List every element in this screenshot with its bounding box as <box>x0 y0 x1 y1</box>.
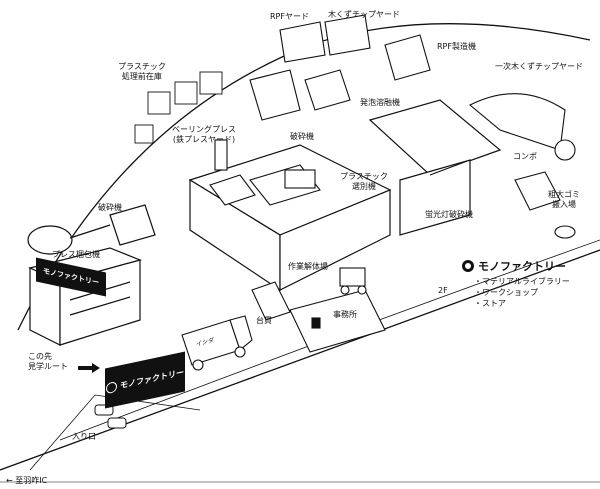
brand-logo-icon <box>106 380 117 394</box>
rpf-yard-bins <box>279 14 371 63</box>
label-press-packer: プレス梱包機 <box>52 250 100 259</box>
label-scale: 台貫 <box>256 316 272 325</box>
label-crusher-left: 破砕機 <box>98 203 122 212</box>
label-primary-chip-yard: 一次木くずチップヤード <box>495 62 583 71</box>
crusher-machine-left <box>27 204 156 255</box>
label-plastic-sorter: プラスチック 選別機 <box>340 172 388 191</box>
facility-legend: モノファクトリー マテリアルライブラリー ワークショップ ストア <box>462 258 598 309</box>
label-fluorescent-crusher: 蛍光灯破砕機 <box>425 210 473 219</box>
label-foam-machine: 発泡溶融機 <box>360 98 400 107</box>
label-chip-yard: 木くずチップヤード <box>328 10 400 19</box>
legend-list: マテリアルライブラリー ワークショップ ストア <box>474 276 598 309</box>
label-compo: コンポ <box>513 152 537 161</box>
top-crusher <box>249 69 351 121</box>
scale-platform <box>251 281 291 321</box>
label-baling-press: ベーリングプレス (鉄プレスヤード) <box>172 125 236 144</box>
plastic-storage-stacks <box>134 71 223 144</box>
legend-item: ストア <box>474 298 598 309</box>
tour-route-arrow <box>78 363 100 373</box>
label-tour-route: この先 見学ルート <box>28 352 68 371</box>
brand-logo-icon <box>462 260 474 272</box>
truck <box>181 315 253 371</box>
label-dismantle-area: 作業解体場 <box>288 262 328 271</box>
label-2f: 2F <box>438 286 448 295</box>
label-to-ic: ← 至羽咋IC <box>6 476 48 485</box>
label-bulky-waste: 粗大ゴミ 搬入場 <box>548 190 580 209</box>
legend-item: ワークショップ <box>474 287 598 298</box>
legend-item: マテリアルライブラリー <box>474 276 598 287</box>
label-crusher-top: 破砕機 <box>290 132 314 141</box>
label-rpf-machine: RPF製造機 <box>437 42 476 51</box>
label-plastic-storage: プラスチック 処理前在庫 <box>118 62 166 81</box>
excavator <box>469 93 576 161</box>
entrance-road <box>29 394 201 471</box>
right-building <box>368 99 502 236</box>
forklift <box>339 267 367 295</box>
label-entrance: 入り口 <box>72 432 96 441</box>
legend-brand: モノファクトリー <box>462 258 598 274</box>
rpf-machine <box>384 34 431 81</box>
office-building <box>289 289 386 353</box>
label-office: 事務所 <box>333 310 357 319</box>
bulky-waste-bin <box>514 171 576 239</box>
baling-press-machine <box>209 139 321 206</box>
label-rpf-yard: RPFヤード <box>270 12 309 21</box>
